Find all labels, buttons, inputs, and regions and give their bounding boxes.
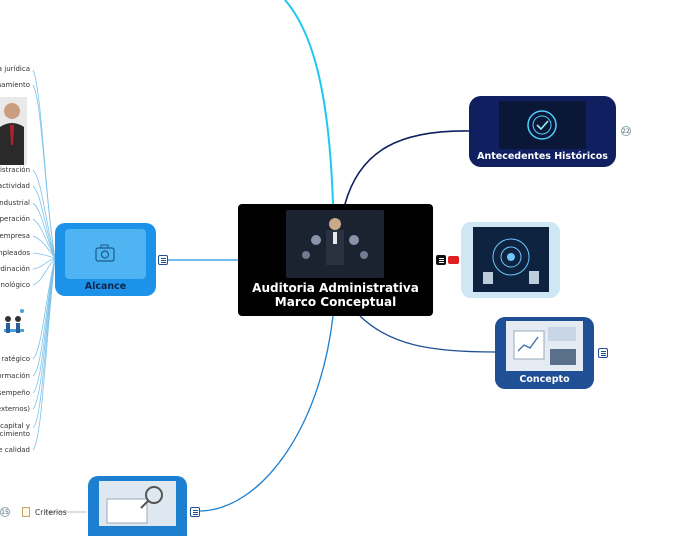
check-shield-image <box>499 101 586 149</box>
alcance-item[interactable]: esempeño <box>0 389 30 397</box>
alcance-item[interactable]: capital y <box>0 422 30 430</box>
concepto-node[interactable]: Concepto <box>495 317 594 389</box>
central-topic-node[interactable]: Auditoria Administrativa Marco Conceptua… <box>238 204 433 316</box>
youtube-icon[interactable] <box>448 256 459 269</box>
team-meeting-image <box>0 305 28 350</box>
concepto-label: Concepto <box>519 374 570 385</box>
antecedentes-node[interactable]: Antecedentes Históricos <box>469 96 616 167</box>
central-title: Auditoria Administrativa Marco Conceptua… <box>238 281 433 309</box>
businessman-icons-image <box>286 210 384 278</box>
bottom-note-icon[interactable] <box>190 507 200 517</box>
alcance-item[interactable]: empresa <box>0 232 30 240</box>
connector-lines <box>32 0 496 513</box>
alcance-item[interactable]: de calidad <box>0 446 30 454</box>
antecedentes-count-badge[interactable]: 22 <box>621 126 631 136</box>
note-icon[interactable] <box>436 255 446 265</box>
central-title-line2: Marco Conceptual <box>274 295 397 309</box>
alcance-item[interactable]: ormación <box>0 372 30 380</box>
network-image <box>473 227 549 292</box>
alcance-item[interactable]: nistración <box>0 166 30 174</box>
alcance-note-icon[interactable] <box>158 255 168 265</box>
central-title-line1: Auditoria Administrativa <box>252 281 419 295</box>
magnifier-documents-image <box>99 481 176 526</box>
alcance-item[interactable]: actividad <box>0 182 30 190</box>
alcance-item[interactable]: industrial <box>0 199 30 207</box>
bottom-image-node[interactable] <box>88 476 187 536</box>
alcance-item[interactable]: operación <box>0 215 30 223</box>
alcance-item[interactable]: cnológico <box>0 281 30 289</box>
alcance-item[interactable]: ratégico <box>1 355 30 363</box>
camera-placeholder <box>65 229 146 279</box>
alcance-item[interactable]: ocimiento <box>0 430 30 438</box>
antecedentes-label: Antecedentes Históricos <box>477 151 608 162</box>
alcance-item[interactable]: namiento <box>0 81 30 89</box>
documents-image <box>506 321 583 371</box>
alcance-item[interactable]: a jurídica <box>0 65 30 73</box>
criterios-label[interactable]: Criterios <box>35 508 67 517</box>
alcance-item[interactable]: externos) <box>0 405 30 413</box>
alcance-item[interactable]: rdinación <box>0 265 30 273</box>
criterios-count-badge[interactable]: 15 <box>0 507 10 517</box>
businessman-image <box>0 97 27 165</box>
digital-network-image-node[interactable] <box>461 222 560 298</box>
document-icon <box>22 507 30 517</box>
alcance-label: Alcance <box>84 281 127 292</box>
alcance-item[interactable]: npleados <box>0 249 30 257</box>
alcance-node[interactable]: Alcance <box>55 223 156 296</box>
concepto-note-icon[interactable] <box>598 348 608 358</box>
